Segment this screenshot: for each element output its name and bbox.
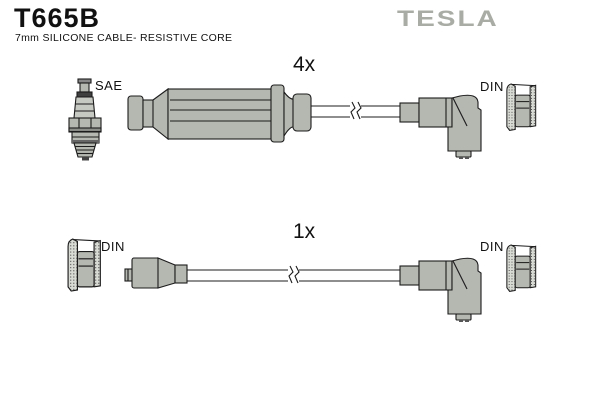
elbow-connector-figure — [399, 257, 482, 323]
elbow-connector-figure — [399, 94, 482, 160]
top-quantity-label: 4x — [293, 53, 316, 76]
spark-plug-icon — [68, 78, 102, 161]
din-socket-icon — [506, 83, 537, 131]
coil-connector-figure — [124, 257, 188, 289]
brand-logo: TESLA — [397, 6, 499, 31]
wire-break-icon — [350, 101, 362, 121]
din-label-bottom-right: DIN — [480, 239, 504, 254]
cable-wire — [187, 265, 400, 285]
page-title: T665B — [14, 3, 101, 33]
sae-label: SAE — [95, 78, 123, 93]
din-socket-icon — [67, 238, 101, 292]
din-label-top-right: DIN — [480, 79, 504, 94]
din-socket-icon — [506, 244, 537, 292]
cable-wire — [311, 101, 400, 121]
top-assembly — [68, 78, 537, 161]
din-label-bottom-left: DIN — [101, 239, 125, 254]
subtitle: 7mm SILICONE CABLE- RESISTIVE CORE — [15, 32, 233, 44]
wire-break-icon — [288, 265, 300, 285]
bottom-quantity-label: 1x — [293, 220, 316, 243]
spark-plug-boot-figure — [127, 84, 312, 143]
bottom-assembly — [67, 238, 537, 323]
